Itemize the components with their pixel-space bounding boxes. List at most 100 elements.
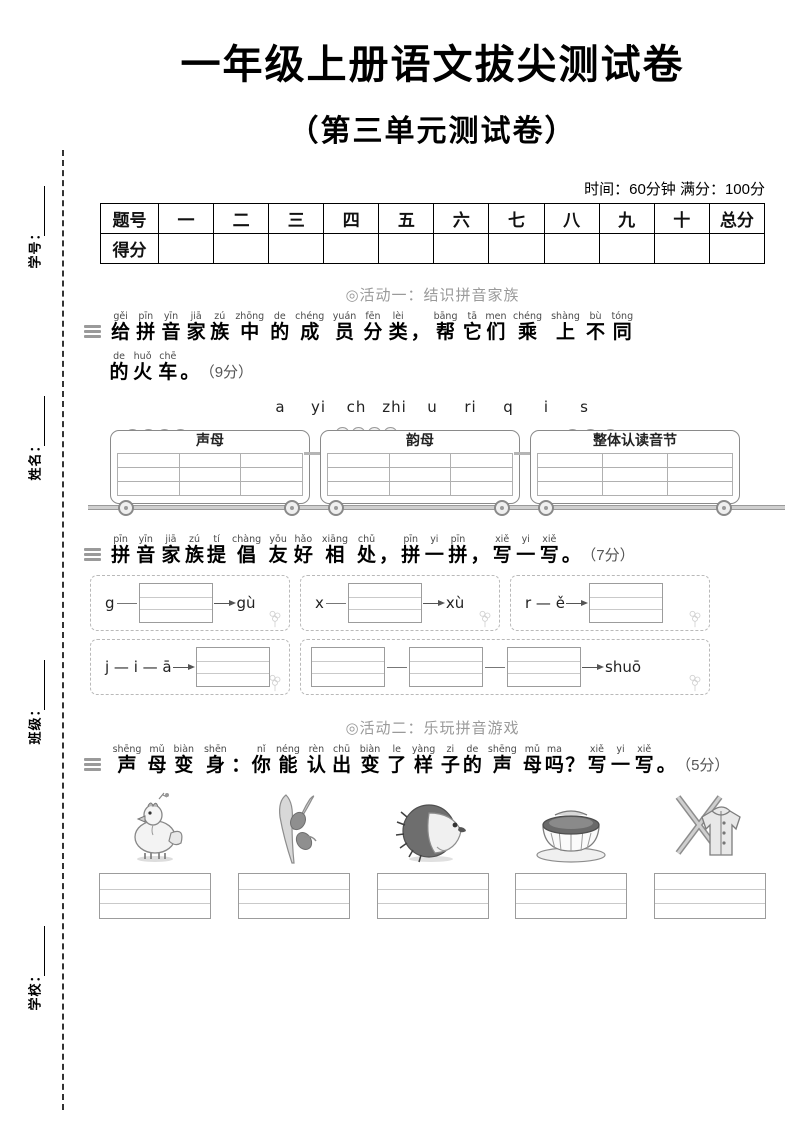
score-value-1[interactable] [157, 233, 215, 264]
train-car-shengmu: 声母 [110, 430, 310, 504]
question-3-answer-box-4[interactable] [515, 873, 628, 919]
flower-icon [479, 610, 491, 628]
score-value-4[interactable] [323, 233, 380, 264]
pin-cell-4-write-box[interactable] [195, 647, 270, 687]
train-car-2-label: 韵母 [406, 434, 434, 449]
pin-cell-5-write-box-1[interactable] [311, 647, 385, 687]
question-3-answer-box-2[interactable] [237, 873, 350, 919]
pin-cell-j-i-a[interactable]: j — i — ā [90, 639, 290, 695]
margin-rule-2 [44, 396, 45, 446]
score-col-2: 二 [213, 203, 270, 234]
hanzi: 火 [133, 362, 153, 383]
pinyin: de [273, 311, 286, 322]
hanzi: 友 [268, 545, 288, 566]
hanzi: ， [470, 545, 490, 566]
question-3-answer-box-1[interactable] [99, 873, 211, 919]
train-car-1-label: 声母 [196, 434, 224, 449]
score-value-6[interactable] [433, 233, 490, 264]
pinyin: chē [159, 351, 177, 362]
activity-one-heading: ◎活动一：结识拼音家族 [345, 287, 520, 304]
hanzi: ， [410, 322, 430, 343]
question-3-answer-box-5[interactable] [654, 873, 766, 919]
pinyin: yi [616, 744, 625, 755]
score-value-7[interactable] [488, 233, 545, 264]
score-value-9[interactable] [598, 233, 655, 264]
score-value-8[interactable] [543, 233, 600, 264]
hanzi: 员 [335, 322, 355, 343]
hanzi: 上 [556, 322, 576, 343]
pin-cell-shuo[interactable]: shuō [300, 639, 710, 695]
hanzi: 家 [161, 545, 181, 566]
teacup-icon [512, 787, 630, 865]
hanzi: 分 [363, 322, 383, 343]
pin-cell-x-xu[interactable]: x xù [300, 575, 500, 631]
question-points: .（7分） [581, 547, 635, 564]
train-car-yunmu: 韵母 [320, 430, 520, 504]
hanzi: 们 [486, 322, 506, 343]
pinyin: hǎo [294, 534, 313, 545]
score-value-total[interactable] [708, 233, 766, 264]
train-car-3-grid[interactable] [537, 453, 733, 496]
score-value-2[interactable] [213, 233, 270, 264]
hanzi: 写 [634, 755, 654, 776]
hanzi: 拼 [136, 322, 156, 343]
score-table-header-row: 题号 一 二 三 四 五 六 七 八 九 十 总分 [100, 203, 766, 234]
pinyin: yīn [163, 311, 179, 322]
train-wheel-2-icon [284, 500, 300, 516]
pinyin: jiā [165, 534, 177, 545]
pin-cell-2-write-box[interactable] [347, 583, 422, 623]
pin-cell-2-arrow-icon [422, 599, 445, 607]
pinyin: yi [521, 534, 530, 545]
pinyin: biàn [173, 744, 195, 755]
pin-cell-5-dash-1 [387, 666, 407, 668]
pin-cell-4-initial: j — i — ā [105, 658, 172, 676]
pin-cell-r-e[interactable]: r — ě [510, 575, 710, 631]
hanzi: 倡 [237, 545, 257, 566]
pin-cell-1-write-box[interactable] [138, 583, 213, 623]
pinyin: nǐ [256, 744, 266, 755]
train-car-1-grid[interactable] [117, 453, 303, 496]
pinyin: xiě [637, 744, 652, 755]
question-points: .（5分） [676, 757, 730, 774]
score-value-3[interactable] [268, 233, 325, 264]
pinyin: de [466, 744, 479, 755]
score-col-8: 八 [543, 203, 600, 234]
score-value-5[interactable] [378, 233, 435, 264]
score-col-1: 一 [157, 203, 215, 234]
train-rail [88, 505, 785, 510]
hanzi: 好 [293, 545, 313, 566]
train-car-2-grid[interactable] [327, 453, 513, 496]
hanzi: 音 [161, 322, 181, 343]
pinyin: tā [467, 311, 478, 322]
pin-cell-3-write-box[interactable] [588, 583, 663, 623]
pin-cell-1-initial: g [105, 594, 115, 612]
hanzi: ， [379, 545, 399, 566]
score-value-10[interactable] [653, 233, 710, 264]
margin-rule-4 [44, 926, 45, 976]
pin-cell-5-write-box-2[interactable] [409, 647, 483, 687]
pinyin: néng [276, 744, 300, 755]
pin-cell-g-gu[interactable]: g gù [90, 575, 290, 631]
question-3-answer-box-3[interactable] [376, 873, 489, 919]
pin-cell-5-write-box-3[interactable] [507, 647, 581, 687]
pinyin: mǔ [524, 744, 540, 755]
